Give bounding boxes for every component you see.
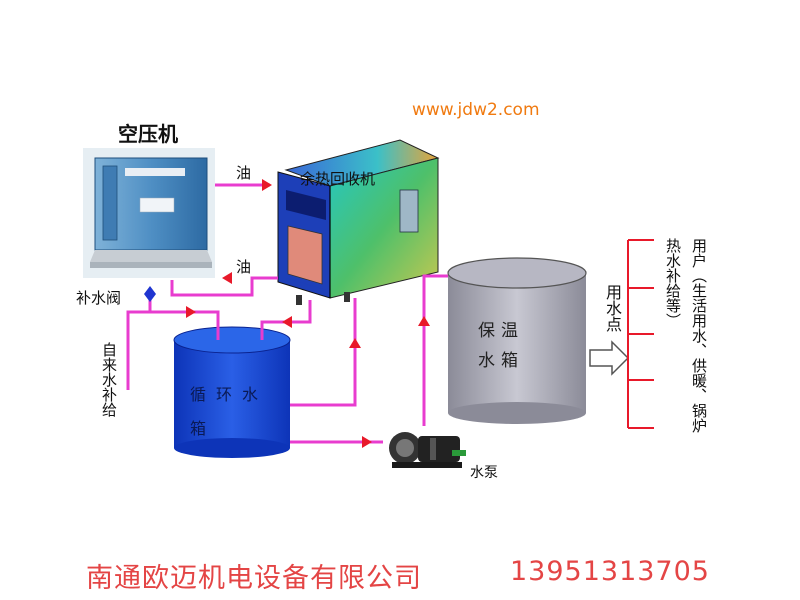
footer-company: 南通欧迈机电设备有限公司 bbox=[86, 563, 422, 594]
website-link[interactable]: www.jdw2.com bbox=[412, 100, 540, 120]
circulation-tank-label: 循环水箱 bbox=[190, 385, 269, 438]
heat-recovery-label: 余热回收机 bbox=[300, 170, 376, 188]
arrow-oil-in bbox=[262, 179, 272, 191]
footer-phone: 13951313705 bbox=[510, 556, 710, 587]
flow-arrows bbox=[186, 179, 430, 448]
oil-bottom-label: 油 bbox=[236, 258, 252, 276]
arrow-to-tank bbox=[282, 316, 292, 328]
air-compressor-label: 空压机 bbox=[118, 122, 178, 146]
heat-recovery-machine bbox=[277, 139, 440, 305]
water-pump-label: 水泵 bbox=[470, 465, 498, 481]
water-point-label: 用水点 bbox=[603, 284, 622, 332]
arrow-makeup bbox=[186, 306, 196, 318]
arrow-to-pump bbox=[362, 436, 372, 448]
arrow-oil-return bbox=[222, 272, 232, 284]
user-bracket bbox=[627, 239, 654, 429]
insulated-tank bbox=[447, 257, 587, 424]
insulated-tank-label: 保温水箱 bbox=[478, 321, 524, 371]
oil-top-label: 油 bbox=[236, 164, 252, 182]
air-compressor-image bbox=[83, 148, 215, 278]
makeup-valve-label: 补水阀 bbox=[76, 289, 122, 307]
outflow-arrow-icon bbox=[589, 340, 630, 376]
valve-icon[interactable] bbox=[144, 286, 156, 302]
arrow-up-recovery bbox=[349, 338, 361, 348]
tap-water-supply-label: 自来水补给 bbox=[100, 342, 118, 417]
water-pump-image bbox=[389, 432, 466, 468]
arrow-up-insulated bbox=[418, 316, 430, 326]
users-label: 用户（生活用水、供暖、锅炉热水补给等） bbox=[664, 238, 708, 433]
